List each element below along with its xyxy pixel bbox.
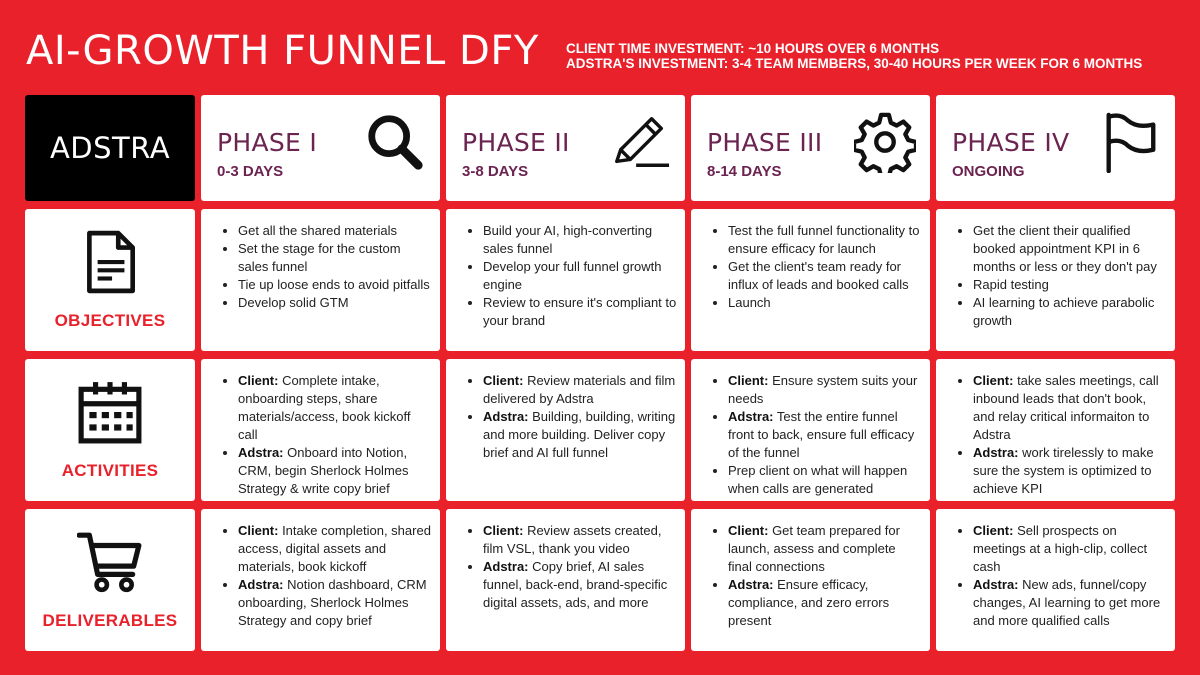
objectives-phase-4: Get the client their qualified booked ap…: [936, 209, 1175, 351]
list-item: Adstra: Ensure efficacy, compliance, and…: [728, 576, 922, 630]
deliverables-phase-1: Client: Intake completion, shared access…: [201, 509, 440, 651]
list-item: Get the client their qualified booked ap…: [973, 222, 1167, 276]
bullet-list: Build your AI, high-converting sales fun…: [446, 222, 685, 330]
row-label-deliverables: DELIVERABLES: [25, 509, 195, 651]
list-item: Client: Review assets created, film VSL,…: [483, 522, 677, 558]
phase-header-3: PHASE III 8-14 DAYS: [691, 95, 930, 201]
phase-days: 8-14 DAYS: [707, 163, 782, 180]
list-item: Develop your full funnel growth engine: [483, 258, 677, 294]
list-item: Prep client on what will happen when cal…: [728, 462, 922, 498]
list-item: Client: Review materials and film delive…: [483, 372, 677, 408]
client-investment: CLIENT TIME INVESTMENT: ~10 HOURS OVER 6…: [566, 41, 940, 56]
row-label-activities: ACTIVITIES: [25, 359, 195, 501]
objectives-phase-3: Test the full funnel functionality to en…: [691, 209, 930, 351]
bullet-list: Client: take sales meetings, call inboun…: [936, 372, 1175, 498]
bullet-list: Client: Get team prepared for launch, as…: [691, 522, 930, 630]
phase-name: PHASE II: [462, 128, 570, 157]
list-item: Tie up loose ends to avoid pitfalls: [238, 276, 432, 294]
list-item: Adstra: Test the entire funnel front to …: [728, 408, 922, 462]
list-item: Rapid testing: [973, 276, 1167, 294]
objectives-phase-2: Build your AI, high-converting sales fun…: [446, 209, 685, 351]
bullet-list: Client: Intake completion, shared access…: [201, 522, 440, 630]
bullet-list: Client: Complete intake, onboarding step…: [201, 372, 440, 498]
list-item: Adstra: New ads, funnel/copy changes, AI…: [973, 576, 1167, 630]
list-item: Build your AI, high-converting sales fun…: [483, 222, 677, 258]
adstra-investment: ADSTRA'S INVESTMENT: 3-4 TEAM MEMBERS, 3…: [566, 56, 1143, 71]
row-label: OBJECTIVES: [54, 311, 166, 330]
brand-cell: ADSTRA: [25, 95, 195, 201]
pencil-icon: [615, 117, 670, 167]
bullet-list: Get the client their qualified booked ap…: [936, 222, 1175, 330]
flag-icon: [1106, 112, 1156, 173]
list-item: Client: Sell prospects on meetings at a …: [973, 522, 1167, 576]
list-item: Client: Complete intake, onboarding step…: [238, 372, 432, 444]
phase-name: PHASE III: [707, 128, 823, 157]
calendar-icon: [78, 382, 142, 444]
list-item: Client: Get team prepared for launch, as…: [728, 522, 922, 576]
list-item: Review to ensure it's compliant to your …: [483, 294, 677, 330]
bullet-list: Get all the shared materials Set the sta…: [201, 222, 440, 312]
row-label: DELIVERABLES: [42, 611, 178, 630]
investment-info: CLIENT TIME INVESTMENT: ~10 HOURS OVER 6…: [566, 41, 1142, 71]
list-item: Get all the shared materials: [238, 222, 432, 240]
list-item: AI learning to achieve parabolic growth: [973, 294, 1167, 330]
row-label-objectives: OBJECTIVES: [25, 209, 195, 351]
bullet-list: Client: Sell prospects on meetings at a …: [936, 522, 1175, 630]
row-label: ACTIVITIES: [61, 461, 159, 480]
cart-icon: [77, 532, 142, 593]
brand-logo: ADSTRA: [49, 131, 171, 165]
list-item: Client: take sales meetings, call inboun…: [973, 372, 1167, 444]
activities-phase-4: Client: take sales meetings, call inboun…: [936, 359, 1175, 501]
bullet-list: Client: Review materials and film delive…: [446, 372, 685, 462]
bullet-list: Test the full funnel functionality to en…: [691, 222, 930, 312]
phase-header-2: PHASE II 3-8 DAYS: [446, 95, 685, 201]
document-icon: [87, 230, 136, 294]
activities-phase-1: Client: Complete intake, onboarding step…: [201, 359, 440, 501]
bullet-list: Client: Ensure system suits your needs A…: [691, 372, 930, 498]
phase-days: 0-3 DAYS: [217, 163, 284, 180]
list-item: Set the stage for the custom sales funne…: [238, 240, 432, 276]
page-title: AI-GROWTH FUNNEL DFY: [26, 28, 539, 74]
deliverables-phase-2: Client: Review assets created, film VSL,…: [446, 509, 685, 651]
search-icon: [368, 115, 423, 170]
phase-name: PHASE I: [217, 128, 318, 157]
list-item: Client: Ensure system suits your needs: [728, 372, 922, 408]
deliverables-phase-4: Client: Sell prospects on meetings at a …: [936, 509, 1175, 651]
bullet-list: Client: Review assets created, film VSL,…: [446, 522, 685, 612]
objectives-phase-1: Get all the shared materials Set the sta…: [201, 209, 440, 351]
phase-header-4: PHASE IV ONGOING: [936, 95, 1175, 201]
list-item: Adstra: Onboard into Notion, CRM, begin …: [238, 444, 432, 498]
deliverables-phase-3: Client: Get team prepared for launch, as…: [691, 509, 930, 651]
list-item: Develop solid GTM: [238, 294, 432, 312]
activities-phase-2: Client: Review materials and film delive…: [446, 359, 685, 501]
phase-name: PHASE IV: [952, 128, 1070, 157]
phase-header-1: PHASE I 0-3 DAYS: [201, 95, 440, 201]
list-item: Get the client's team ready for influx o…: [728, 258, 922, 294]
phase-grid: ADSTRA PHASE I 0-3 DAYS PHASE II 3-8 DAY…: [25, 95, 1175, 651]
list-item: Adstra: Building, building, writing and …: [483, 408, 677, 462]
phase-days: ONGOING: [952, 163, 1025, 180]
list-item: Adstra: work tirelessly to make sure the…: [973, 444, 1167, 498]
list-item: Client: Intake completion, shared access…: [238, 522, 432, 576]
phase-days: 3-8 DAYS: [462, 163, 529, 180]
gear-icon: [854, 112, 916, 173]
list-item: Adstra: Copy brief, AI sales funnel, bac…: [483, 558, 677, 612]
list-item: Adstra: Notion dashboard, CRM onboarding…: [238, 576, 432, 630]
list-item: Launch: [728, 294, 922, 312]
list-item: Test the full funnel functionality to en…: [728, 222, 922, 258]
activities-phase-3: Client: Ensure system suits your needs A…: [691, 359, 930, 501]
